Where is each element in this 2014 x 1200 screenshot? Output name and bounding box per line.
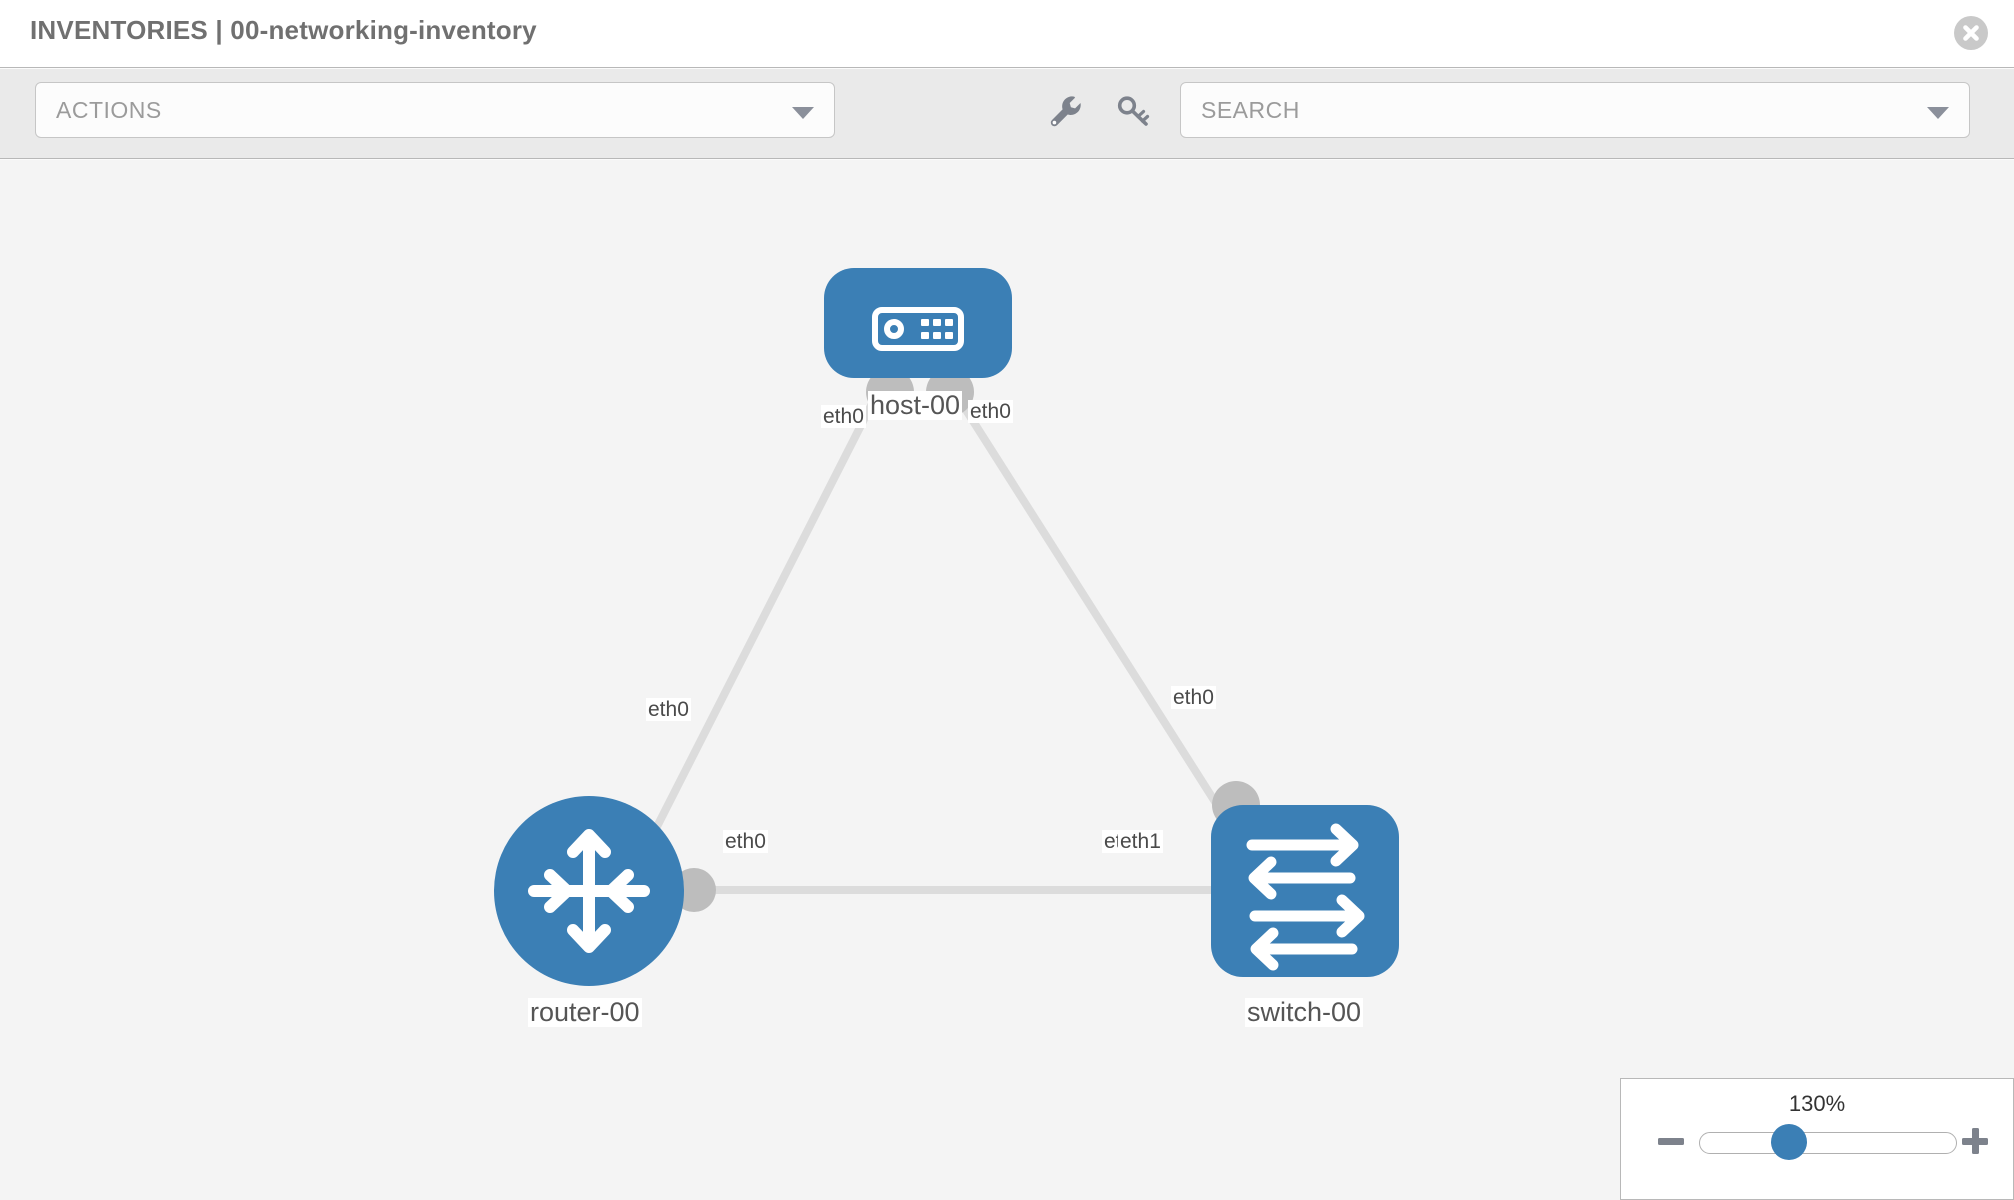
topology-graph [494, 268, 1399, 986]
node-label-router-00: router-00 [528, 997, 642, 1028]
node-host-00[interactable] [824, 268, 1012, 378]
plus-icon[interactable] [1957, 1123, 1993, 1159]
switch-arrows-icon [1246, 823, 1365, 971]
node-label-host-00: host-00 [868, 390, 963, 421]
close-icon[interactable] [1954, 16, 1988, 50]
edge-host-switch [948, 385, 1256, 863]
server-icon [872, 307, 964, 351]
page-title: INVENTORIES | 00-networking-inventory [30, 15, 537, 45]
node-label-switch-00: switch-00 [1245, 997, 1364, 1028]
zoom-slider[interactable] [1699, 1132, 1957, 1154]
zoom-slider-handle[interactable] [1771, 1124, 1807, 1160]
router-arrows-icon [528, 829, 650, 953]
search-placeholder: SEARCH [1201, 97, 1300, 123]
edge-label-host-left-iface: eth0 [821, 405, 866, 429]
chevron-down-icon [792, 107, 814, 119]
edge-label-switch-up-iface: eth0 [1171, 686, 1216, 710]
server-icon-dots [921, 319, 953, 339]
edge-label-host-right-iface: eth0 [968, 400, 1013, 424]
page-header: INVENTORIES | 00-networking-inventory [0, 0, 2014, 68]
edge-label-switch-left-iface-b: eth1 [1118, 830, 1163, 854]
node-switch-00[interactable] [1211, 805, 1399, 977]
actions-dropdown[interactable]: ACTIONS [35, 82, 835, 138]
edge-label-router-up-iface: eth0 [646, 698, 691, 722]
chevron-down-icon [1927, 107, 1949, 119]
search-input[interactable]: SEARCH [1180, 82, 1970, 138]
edge-label-router-right-iface: eth0 [723, 830, 768, 854]
zoom-control-panel: 130% [1620, 1078, 2014, 1200]
node-router-00[interactable] [494, 796, 684, 986]
key-icon[interactable] [1112, 90, 1154, 132]
edge-host-router [636, 386, 884, 862]
actions-dropdown-label: ACTIONS [56, 97, 162, 123]
zoom-level-label: 130% [1788, 1091, 1846, 1116]
topology-canvas[interactable]: host-00 router-00 switch-00 eth0 eth0 et… [0, 160, 2014, 1200]
wrench-icon[interactable] [1044, 90, 1086, 132]
minus-icon[interactable] [1653, 1123, 1689, 1159]
